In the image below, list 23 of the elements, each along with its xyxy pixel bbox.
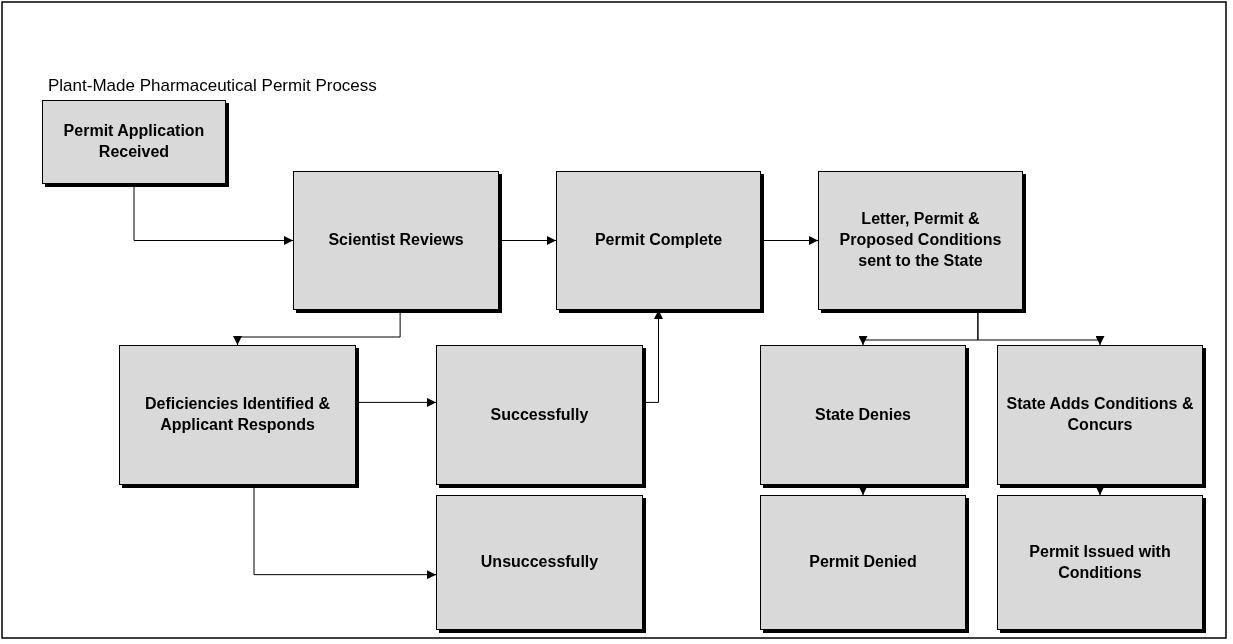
box-label: Deficiencies Identified & Applicant Responds xyxy=(144,394,331,435)
process-box xyxy=(997,495,1203,630)
process-box xyxy=(556,171,761,310)
box-label: Unsuccessfully xyxy=(480,552,599,573)
box-label: Permit Application Received xyxy=(62,121,206,162)
box-label: Successfully xyxy=(490,404,589,425)
box-label: State Adds Conditions & Concurs xyxy=(1006,394,1194,435)
process-box xyxy=(760,345,966,485)
box-label: Letter, Permit & Proposed Conditions sent to the State xyxy=(838,209,1003,271)
box-label: Permit Issued with Conditions xyxy=(1028,541,1172,583)
process-box xyxy=(436,495,643,630)
process-box xyxy=(997,345,1203,485)
process-box xyxy=(436,345,643,485)
process-box xyxy=(818,171,1023,310)
process-box xyxy=(760,495,966,630)
process-box xyxy=(293,171,499,310)
process-box xyxy=(119,345,356,485)
box-label: Permit Denied xyxy=(809,552,917,573)
box-label: Scientist Reviews xyxy=(328,230,464,251)
diagram-title: Plant-Made Pharmaceutical Permit Process xyxy=(48,76,377,96)
box-label: State Denies xyxy=(814,404,911,425)
box-label: Permit Complete xyxy=(594,230,723,251)
process-box xyxy=(42,100,226,184)
